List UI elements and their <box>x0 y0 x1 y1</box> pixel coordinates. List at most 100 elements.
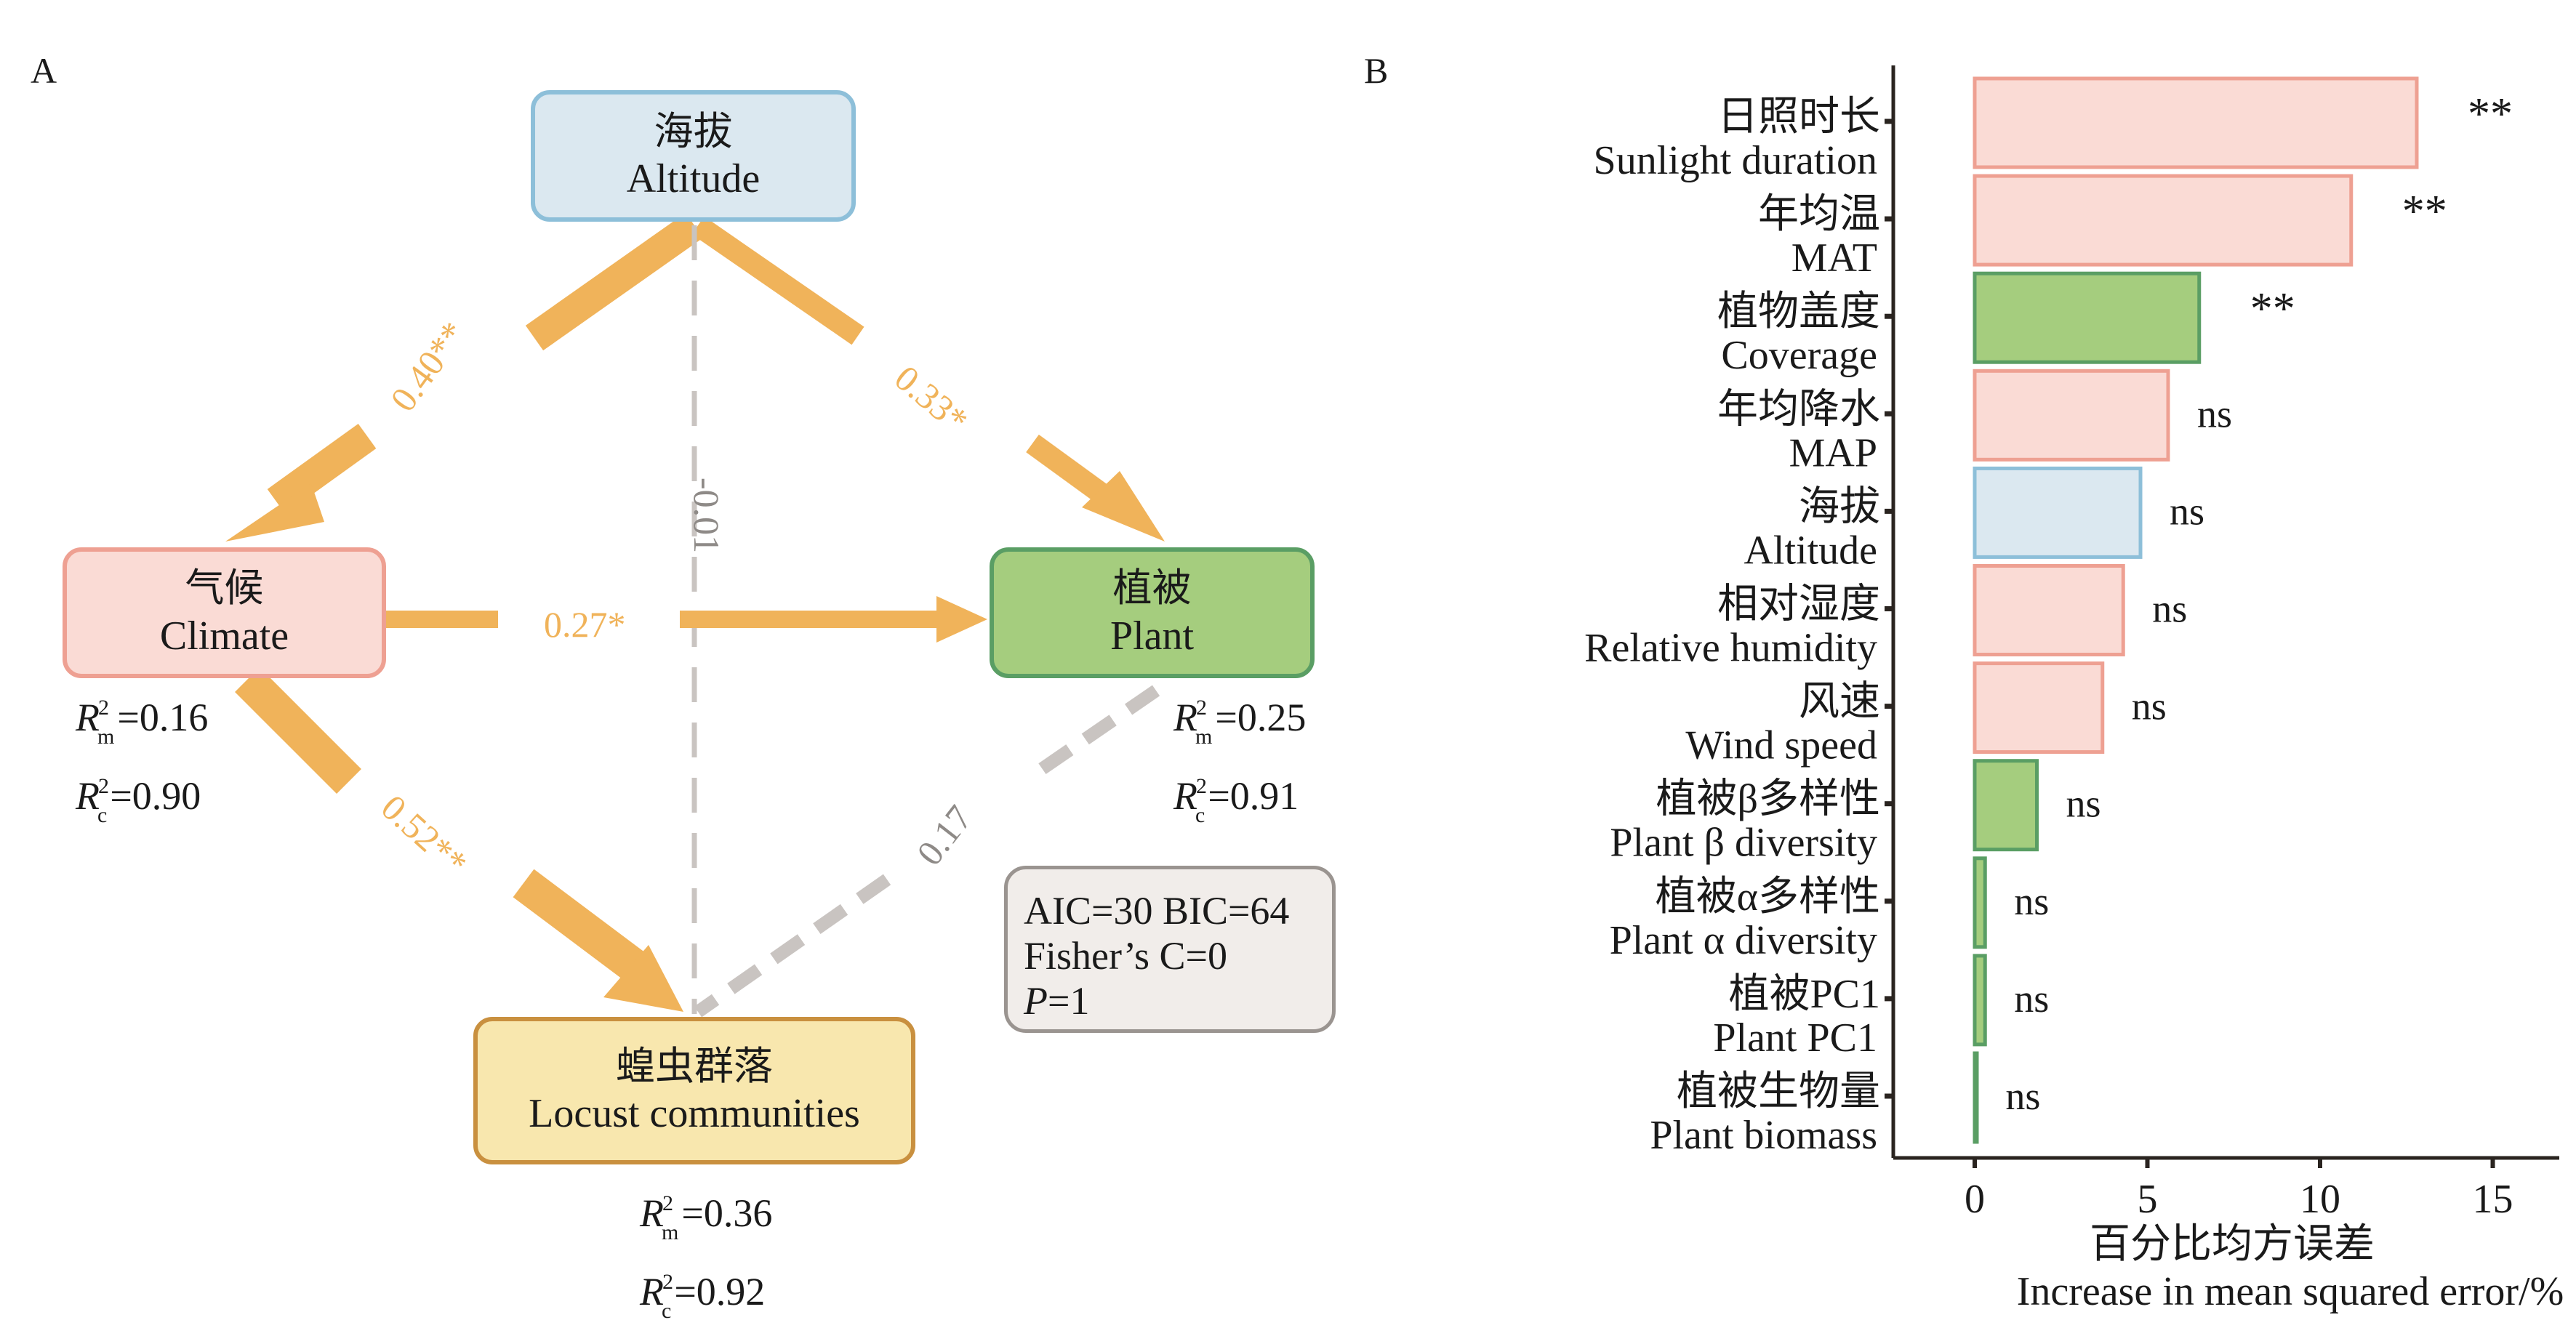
y-tick-label-zh: 风速 <box>1799 680 1880 725</box>
y-tick-label-zh: 年均温 <box>1758 192 1880 237</box>
r2-climate: R2m=0.16 R2c=0.90 <box>76 683 208 840</box>
y-tick-label-zh: 植被生物量 <box>1677 1069 1880 1114</box>
r2c-line: R2c=0.90 <box>76 774 201 827</box>
y-tick-label-en: Plant biomass <box>1650 1113 1877 1158</box>
node-climate: 气候 Climate <box>63 547 386 678</box>
r2c-line: R2c=0.91 <box>1173 774 1299 827</box>
r2m-value: 0.36 <box>703 1191 773 1235</box>
arrow-shaft <box>691 216 864 345</box>
significance-label: ** <box>2250 284 2295 334</box>
significance-label: ns <box>2014 880 2049 923</box>
x-tick-label: 5 <box>2138 1177 2158 1222</box>
y-tick-label-zh: 相对湿度 <box>1717 582 1880 627</box>
bars-group <box>1973 76 2419 1144</box>
bar-11 <box>1973 1051 1979 1144</box>
y-tick-label-en: MAT <box>1791 236 1877 281</box>
bar-10 <box>1973 954 1987 1047</box>
r2m-value: 0.16 <box>139 696 209 739</box>
node-locust: 蝗虫群落 Locust communities <box>473 1017 915 1164</box>
node-label-en: Climate <box>159 613 289 659</box>
y-tick-label-en: Sunlight duration <box>1594 138 1877 183</box>
y-tick-label-en: Altitude <box>1744 528 1877 573</box>
x-axis-label-en: Increase in mean squared error/% <box>2017 1269 2564 1314</box>
x-tick-label: 10 <box>2300 1177 2340 1222</box>
panel-b-label: B <box>1364 50 1389 91</box>
significance-label: ns <box>2170 489 2204 533</box>
r2-locust: R2m=0.36 R2c=0.92 <box>640 1179 772 1336</box>
path-altitude-climate <box>225 212 704 542</box>
bar-9 <box>1973 856 1987 949</box>
node-label-zh: 海拔 <box>654 109 733 153</box>
r2m-value: 0.25 <box>1237 696 1307 739</box>
y-tick-label-zh: 植被β多样性 <box>1656 777 1881 822</box>
model-fit-box: AIC=30 BIC=64 Fisher’s C=0 P=1 <box>1004 866 1336 1033</box>
x-ticks: 0 5 10 15 <box>1965 1158 2513 1222</box>
node-plant: 植被 Plant <box>990 547 1315 678</box>
r2c-value: 0.92 <box>696 1270 766 1313</box>
y-tick-label-zh: 植被α多样性 <box>1656 874 1880 919</box>
path-altitude-plant <box>691 216 1165 542</box>
y-tick-label-zh: 植物盖度 <box>1717 289 1880 334</box>
path-plant-locust <box>694 685 1160 1018</box>
node-altitude: 海拔 Altitude <box>531 90 856 222</box>
arrow-shaft <box>267 423 377 515</box>
sem-paths-layer <box>225 212 1165 1018</box>
significance-label: ns <box>2014 977 2049 1021</box>
significance-label: ns <box>2005 1074 2040 1118</box>
node-label-en: Altitude <box>626 156 761 202</box>
fit-aic-bic: AIC=30 BIC=64 <box>1024 889 1290 933</box>
r2m-line: R2m=0.36 <box>640 1191 773 1244</box>
bar-4 <box>1973 369 2170 462</box>
r2-plant: R2m=0.25 R2c=0.91 <box>1173 683 1306 840</box>
bar-2 <box>1973 174 2354 267</box>
significance-label: ** <box>2468 89 2513 139</box>
y-tick-label-en: Relative humidity <box>1584 626 1877 671</box>
y-tick-label-en: Plant PC1 <box>1713 1015 1877 1061</box>
x-tick-label: 15 <box>2473 1177 2513 1222</box>
bar-6 <box>1973 564 2125 656</box>
path-climate-locust <box>235 667 683 1012</box>
y-tick-label-zh: 日照时长 <box>1717 94 1880 140</box>
node-label-en: Plant <box>1110 613 1195 659</box>
bar-7 <box>1973 661 2105 754</box>
fit-p-value: P=1 <box>1024 979 1090 1023</box>
x-axis-label-zh: 百分比均方误差 <box>2090 1222 2375 1267</box>
y-tick-label-zh: 海拔 <box>1799 484 1880 529</box>
node-label-zh: 蝗虫群落 <box>616 1044 773 1088</box>
arrow-head <box>225 483 324 542</box>
r2c-value: 0.91 <box>1229 774 1299 818</box>
arrow-head <box>1082 471 1165 542</box>
significance-label: ns <box>2152 587 2187 631</box>
dash-segment <box>694 874 891 1018</box>
panel-a-label: A <box>31 50 57 91</box>
significance-label: ** <box>2402 187 2447 236</box>
x-tick-label: 0 <box>1965 1177 1985 1222</box>
y-tick-label-zh: 年均降水 <box>1717 387 1880 432</box>
arrow-head <box>603 945 683 1012</box>
y-tick-label-en: Plant α diversity <box>1610 918 1877 963</box>
fit-fisher-c: Fisher’s C=0 <box>1024 934 1227 978</box>
bar-1 <box>1973 76 2419 169</box>
node-label-en: Locust communities <box>529 1091 860 1137</box>
arrow-shaft <box>513 869 651 985</box>
path-climate-plant <box>386 596 987 643</box>
arrow-head <box>936 596 987 643</box>
significance-label: ns <box>2066 782 2101 826</box>
bar-3 <box>1973 271 2202 364</box>
arrow-shaft <box>525 212 704 351</box>
y-tick-label-en: Coverage <box>1721 333 1877 378</box>
arrow-shaft <box>235 667 361 794</box>
r2c-value: 0.90 <box>132 774 201 818</box>
bar-5 <box>1973 466 2143 559</box>
y-tick-label-en: Plant β diversity <box>1610 821 1877 866</box>
r2c-line: R2c=0.92 <box>640 1270 766 1323</box>
y-tick-label-en: MAP <box>1789 430 1877 475</box>
r2m-line: R2m=0.16 <box>76 696 209 749</box>
node-label-zh: 气候 <box>185 566 264 610</box>
significance-label: ns <box>2132 685 2167 728</box>
bar-8 <box>1973 759 2039 852</box>
y-tick-label-zh: 植被PC1 <box>1729 972 1881 1017</box>
